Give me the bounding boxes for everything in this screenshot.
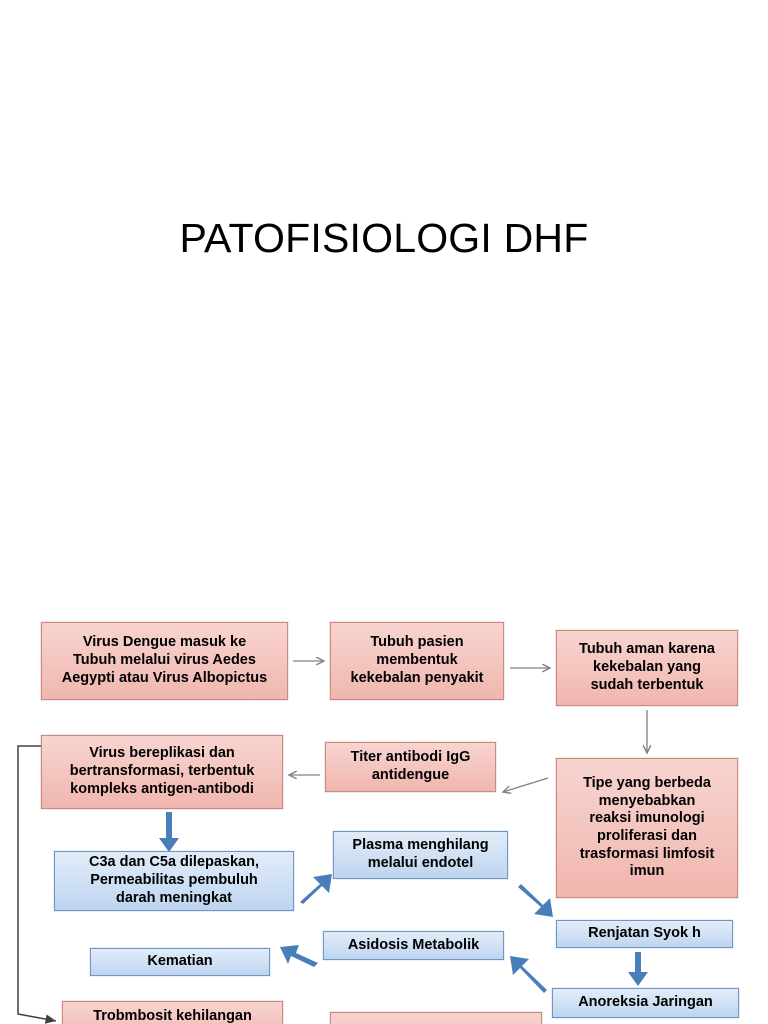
node-tubuh-membentuk-kekebalan[interactable]: Tubuh pasien membentuk kekebalan penyaki…: [330, 622, 504, 700]
node-tubuh-aman[interactable]: Tubuh aman karena kekebalan yang sudah t…: [556, 630, 738, 706]
arrow-asidosis-to-kematian: [280, 945, 318, 967]
node-virus-bereplikasi[interactable]: Virus bereplikasi dan bertransformasi, t…: [41, 735, 283, 809]
arrow-plasma-to-renjatan: [518, 884, 553, 917]
arrow-tipe-to-titer: [503, 777, 549, 792]
arrow-anoreksia-to-asidosis: [510, 956, 547, 993]
node-c3a-c5a[interactable]: C3a dan C5a dilepaskan, Permeabilitas pe…: [54, 851, 294, 911]
node-kematian[interactable]: Kematian: [90, 948, 270, 976]
node-bottom-center-partial[interactable]: [330, 1012, 542, 1024]
node-tipe-berbeda[interactable]: Tipe yang berbeda menyebabkan reaksi imu…: [556, 758, 738, 898]
node-renjatan-syok[interactable]: Renjatan Syok h: [556, 920, 733, 948]
node-asidosis-metabolik[interactable]: Asidosis Metabolik: [323, 931, 504, 960]
node-virus-masuk[interactable]: Virus Dengue masuk ke Tubuh melalui viru…: [41, 622, 288, 700]
node-titer-antibodi[interactable]: Titer antibodi IgG antidengue: [325, 742, 496, 792]
arrow-c3a-to-plasma: [300, 874, 332, 904]
arrow-renjatan-to-anoreksia: [628, 952, 648, 986]
page-title: PATOFISIOLOGI DHF: [179, 215, 589, 261]
arrow-bereplikasi-to-c3a: [159, 812, 179, 852]
node-anoreksia-jaringan[interactable]: Anoreksia Jaringan: [552, 988, 739, 1018]
node-plasma-menghilang[interactable]: Plasma menghilang melalui endotel: [333, 831, 508, 879]
node-trombosit-kehilangan[interactable]: Trobmbosit kehilangan: [62, 1001, 283, 1024]
